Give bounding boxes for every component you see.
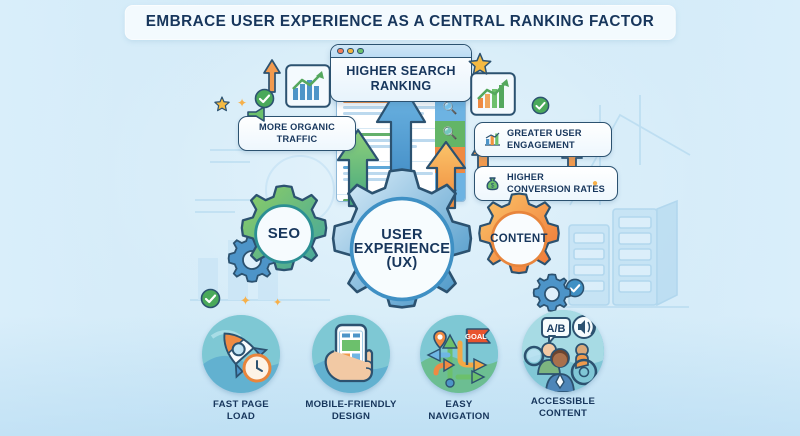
gear-content[interactable]: CONTENT <box>470 190 568 288</box>
gear-ux-shape <box>331 168 473 309</box>
feature-label-line2: LOAD <box>226 410 256 422</box>
window-dot-red <box>337 47 344 55</box>
feature-label-line1: EASY <box>445 399 473 410</box>
window-dot-green <box>357 47 364 55</box>
rocket-clock-icon <box>202 315 280 393</box>
feature-accessible-content[interactable]: A/B <box>508 310 618 419</box>
money-bag-icon: $ <box>486 177 499 191</box>
star-icon <box>468 52 492 75</box>
feature-label-line2: NAVIGATION <box>428 410 490 422</box>
feature-icon-circle <box>202 315 280 393</box>
browser-title-bar <box>331 45 471 58</box>
gear-seo-shape <box>240 184 328 272</box>
callout-label: HIGHER CONVERSION RATES <box>507 172 605 194</box>
window-dot-yellow <box>347 47 354 55</box>
check-circle-icon <box>200 288 221 309</box>
goal-flag-label: GOAL <box>465 332 487 341</box>
higher-search-ranking-label: HIGHER SEARCH RANKING <box>346 64 456 93</box>
feature-icon-circle <box>312 315 390 393</box>
hand-phone-icon <box>312 315 390 393</box>
callout-label: MORE ORGANIC TRAFFIC <box>259 122 335 144</box>
star-icon <box>214 96 230 112</box>
feature-label: MOBILE-FRIENDLY DESIGN <box>296 399 406 422</box>
accessibility-people-icon: A/B <box>522 310 604 392</box>
feature-fast-page-load[interactable]: FAST PAGE LOAD <box>186 315 296 422</box>
growth-chart-card-right <box>470 72 516 116</box>
feature-icon-circle: GOAL <box>420 315 498 393</box>
search-icon: 🔍 <box>442 126 458 140</box>
feature-label-line1: FAST PAGE <box>213 399 269 410</box>
gear-content-shape <box>478 192 560 275</box>
gear-user-experience[interactable]: USER EXPERIENCE (UX) <box>318 165 486 333</box>
feature-label-line2: CONTENT <box>538 407 588 419</box>
higher-search-ranking-card[interactable]: HIGHER SEARCH RANKING <box>330 44 472 102</box>
sparkle-icon: ✦ <box>237 96 248 110</box>
callout-more-organic-traffic[interactable]: MORE ORGANIC TRAFFIC <box>238 116 356 151</box>
megaphone-icon <box>247 106 265 122</box>
feature-label-line2: DESIGN <box>331 410 371 422</box>
gear-seo[interactable]: SEO <box>232 182 336 286</box>
feature-label-line1: ACCESSIBLE <box>530 396 596 407</box>
small-gear-icon-right <box>532 273 572 313</box>
navigation-arrows-icon: GOAL <box>420 315 498 393</box>
search-icon: 🔍 <box>442 101 458 115</box>
feature-label-line1: MOBILE-FRIENDLY <box>305 399 397 410</box>
check-circle-icon <box>254 88 275 109</box>
small-up-arrow-left <box>263 59 281 93</box>
feature-mobile-friendly-design[interactable]: MOBILE-FRIENDLY DESIGN <box>296 315 406 422</box>
feature-label: EASY NAVIGATION <box>404 399 514 422</box>
browser-card-body: HIGHER SEARCH RANKING <box>331 58 471 101</box>
background-hill <box>0 316 800 436</box>
feature-icon-circle: A/B <box>522 310 604 392</box>
feature-label: FAST PAGE LOAD <box>186 399 296 422</box>
page-title: EMBRACE USER EXPERIENCE AS A CENTRAL RAN… <box>125 6 675 39</box>
callout-higher-conversion-rates[interactable]: $ HIGHER CONVERSION RATES <box>474 166 618 201</box>
svg-text:$: $ <box>491 183 495 190</box>
sparkle-icon: ● <box>592 178 599 189</box>
check-circle-icon <box>531 96 550 115</box>
ab-bubble-label: A/B <box>547 323 566 335</box>
feature-label: ACCESSIBLE CONTENT <box>508 396 618 419</box>
callout-label: GREATER USER ENGAGEMENT <box>507 128 582 150</box>
bar-chart-icon <box>485 132 500 146</box>
feature-easy-navigation[interactable]: GOAL EASY NAVIGATION <box>404 315 514 422</box>
sparkle-icon: ✦ <box>273 297 283 309</box>
growth-chart-card-left <box>285 64 331 108</box>
sparkle-icon: ✦ <box>240 293 251 308</box>
callout-greater-user-engagement[interactable]: GREATER USER ENGAGEMENT <box>474 122 612 157</box>
card-pointer-tail <box>392 101 410 102</box>
page-title-text: EMBRACE USER EXPERIENCE AS A CENTRAL RAN… <box>145 13 655 30</box>
